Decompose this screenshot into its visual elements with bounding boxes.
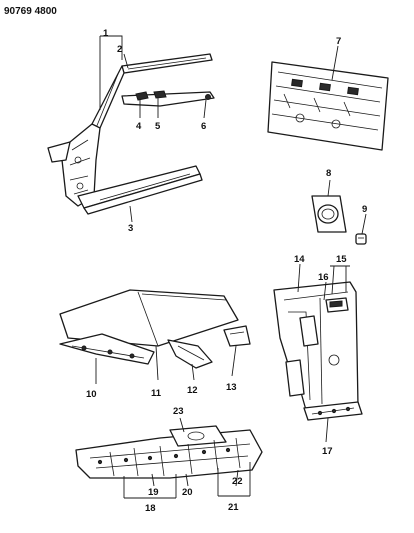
back-panel <box>267 61 389 151</box>
leader-12 <box>191 363 195 381</box>
callout-18: 18 <box>145 503 156 514</box>
callout-2: 2 <box>117 44 122 55</box>
leader-18 <box>123 474 177 499</box>
leader-20 <box>185 473 189 487</box>
leader-7 <box>331 45 339 81</box>
leader-2 <box>123 53 129 69</box>
leader-14 <box>297 263 301 293</box>
leader-1 <box>99 35 123 110</box>
callout-11: 11 <box>151 388 162 399</box>
callout-4: 4 <box>136 121 142 132</box>
leader-19 <box>151 473 155 487</box>
lower-side-rail <box>303 401 363 421</box>
leader-6 <box>203 99 207 119</box>
callout-3: 3 <box>128 223 133 234</box>
callout-13: 13 <box>226 382 237 393</box>
roof-bow <box>167 339 213 369</box>
callout-12: 12 <box>187 385 198 396</box>
leader-22 <box>235 469 239 487</box>
callout-21: 21 <box>228 502 239 513</box>
callout-23: 23 <box>173 406 184 417</box>
callout-10: 10 <box>86 389 97 400</box>
leader-3 <box>129 205 133 223</box>
callout-17: 17 <box>322 446 333 457</box>
callout-20: 20 <box>182 487 193 498</box>
diagram-code: 90769 4800 <box>4 6 57 17</box>
callout-9: 9 <box>362 204 367 215</box>
callout-6: 6 <box>201 121 206 132</box>
callout-22: 22 <box>232 476 243 487</box>
windshield-pillar-and-sill-assembly <box>47 53 215 215</box>
leader-13 <box>231 345 237 377</box>
callout-8: 8 <box>326 168 331 179</box>
rear-roof-corner <box>223 325 251 347</box>
roof-panel <box>59 289 239 347</box>
callout-16: 16 <box>318 272 329 283</box>
leader-11 <box>155 345 159 381</box>
fuel-filler-housing <box>311 195 347 233</box>
leader-21 <box>217 462 251 497</box>
leader-8 <box>327 179 331 197</box>
leader-16 <box>323 281 327 301</box>
callout-7: 7 <box>336 36 341 47</box>
leader-9 <box>361 213 367 235</box>
leader-15 <box>330 265 350 295</box>
plug <box>355 233 367 245</box>
callout-15: 15 <box>336 254 347 265</box>
callout-14: 14 <box>294 254 305 265</box>
front-roof-header <box>59 333 155 365</box>
quarter-side-panel <box>273 281 359 411</box>
floor-pan-assembly <box>75 425 263 479</box>
callout-19: 19 <box>148 487 159 498</box>
leader-23 <box>179 417 185 433</box>
callout-1: 1 <box>103 28 109 39</box>
callout-5: 5 <box>155 121 161 132</box>
leader-17 <box>325 417 329 443</box>
